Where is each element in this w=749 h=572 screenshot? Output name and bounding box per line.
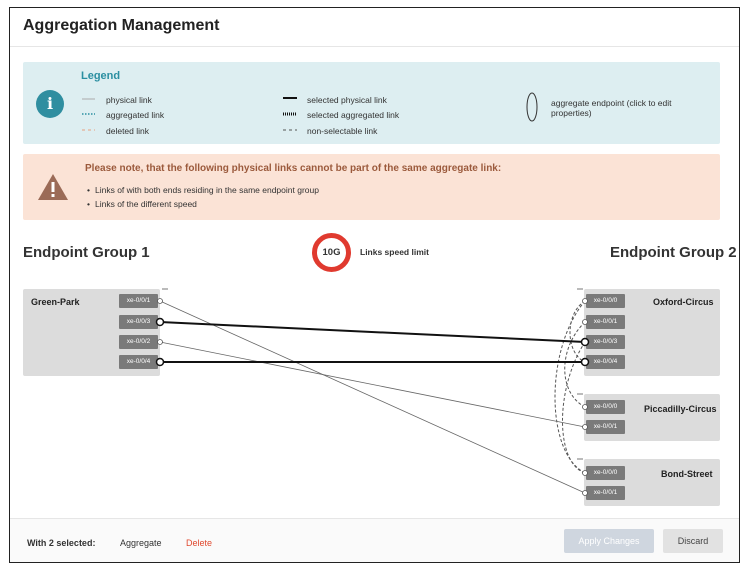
endpoint-name: Bond-Street (661, 469, 713, 479)
port-handle (582, 404, 588, 410)
port-piccadilly-circus-0[interactable]: xe-0/0/0 (586, 400, 625, 414)
legend-aggregated-link: aggregated link (106, 110, 165, 120)
selected-port-handle (155, 317, 165, 327)
aggregate-group-arcs (554, 300, 586, 474)
port-green-park-4[interactable]: xe-0/0/4 (119, 355, 158, 369)
endpoint-group-2-title: Endpoint Group 2 (610, 244, 737, 261)
warning-item: Links of with both ends residing in the … (87, 185, 319, 195)
selected-port-handle (155, 357, 165, 367)
aggregate-endpoint-sample (526, 92, 538, 122)
port-green-park-2[interactable]: xe-0/0/2 (119, 335, 158, 349)
port-handle (157, 298, 163, 304)
endpoint-name: Piccadilly-Circus (644, 404, 717, 414)
warning-list: Links of with both ends residing in the … (87, 185, 319, 213)
endpoint-name: Oxford-Circus (653, 297, 714, 307)
selected-physical-link (159, 321, 586, 343)
aggregation-dialog: Aggregation Management i Legend physical… (9, 7, 740, 563)
speed-limit-badge[interactable]: 10G (312, 233, 351, 272)
selection-label: With 2 selected: (27, 538, 96, 548)
legend-panel: i Legend physical link aggregated link d… (23, 62, 720, 144)
physical-links (159, 300, 586, 494)
discard-button[interactable]: Discard (663, 529, 723, 553)
warning-item: Links of the different speed (87, 199, 319, 209)
selected-port-handles (155, 317, 590, 367)
physical-link (159, 341, 586, 428)
warning-title: Please note, that the following physical… (85, 163, 502, 174)
legend-aggregate-endpoint: aggregate endpoint (click to edit proper… (551, 98, 672, 118)
port-green-park-3[interactable]: xe-0/0/3 (119, 315, 158, 329)
port-handle (157, 339, 163, 345)
legend-selected-aggregated-link: selected aggregated link (307, 110, 400, 120)
title-divider (10, 46, 739, 47)
aggregate-arc (569, 300, 586, 363)
legend-physical-link: physical link (106, 95, 152, 105)
page-title: Aggregation Management (23, 17, 220, 34)
selected-port-handle (580, 357, 590, 367)
info-icon: i (36, 90, 64, 118)
selected-physical-links (159, 321, 586, 363)
port-oxford-circus-0[interactable]: xe-0/0/0 (586, 294, 625, 308)
aggregate-arc (562, 341, 586, 474)
endpoint-group-1-title: Endpoint Group 1 (23, 244, 150, 261)
apply-changes-button[interactable]: Apply Changes (564, 529, 654, 553)
physical-link (159, 300, 586, 494)
port-oxford-circus-4[interactable]: xe-0/0/4 (586, 355, 625, 369)
legend-samples (82, 92, 538, 131)
selected-port-handle (580, 337, 590, 347)
port-oxford-circus-3[interactable]: xe-0/0/3 (586, 335, 625, 349)
legend-deleted-link: deleted link (106, 126, 150, 136)
port-handles (157, 298, 588, 496)
aggregate-button[interactable]: Aggregate (120, 538, 162, 548)
speed-limit-label: Links speed limit (360, 247, 429, 257)
endpoint-name: Green-Park (31, 297, 80, 307)
warning-panel: Please note, that the following physical… (23, 154, 720, 220)
aggregate-arc (564, 321, 586, 408)
legend-title: Legend (81, 70, 121, 82)
port-handle (582, 298, 588, 304)
port-green-park-1[interactable]: xe-0/0/1 (119, 294, 158, 308)
port-handle (582, 490, 588, 496)
port-handle (582, 470, 588, 476)
port-bond-street-0[interactable]: xe-0/0/0 (586, 466, 625, 480)
port-handle (582, 319, 588, 325)
footer-divider (10, 518, 739, 519)
port-oxford-circus-1[interactable]: xe-0/0/1 (586, 315, 625, 329)
legend-selected-physical-link: selected physical link (307, 95, 387, 105)
port-handle (582, 424, 588, 430)
delete-button[interactable]: Delete (186, 538, 213, 548)
warning-icon (38, 174, 68, 200)
links-canvas (155, 288, 590, 496)
small-arrows (162, 288, 583, 460)
port-bond-street-1[interactable]: xe-0/0/1 (586, 486, 625, 500)
legend-non-selectable-link: non-selectable link (307, 126, 378, 136)
port-piccadilly-circus-1[interactable]: xe-0/0/1 (586, 420, 625, 434)
